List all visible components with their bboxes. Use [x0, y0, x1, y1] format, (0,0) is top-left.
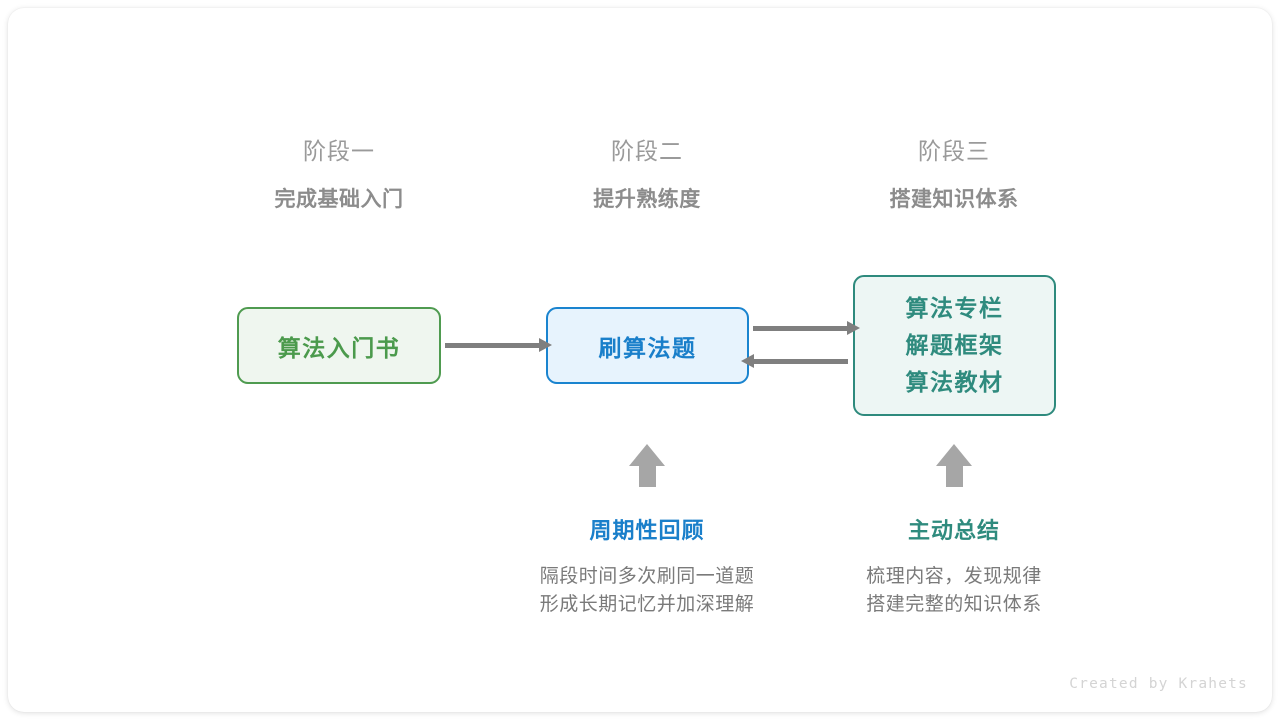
arrow-head-right-icon — [847, 321, 860, 335]
annotation-desc-line-1: 隔段时间多次刷同一道题 — [539, 566, 755, 588]
node-practice-problems[interactable]: 刷算法题 — [546, 307, 749, 384]
arrow-head-right-icon — [539, 338, 552, 352]
node-knowledge-line-2: 解题框架 — [905, 332, 1004, 359]
arrow-book-to-practice-icon — [445, 338, 552, 352]
annotation-desc-line-2: 形成长期记忆并加深理解 — [539, 593, 755, 615]
annotation-periodic-review-title: 周期性回顾 — [589, 518, 705, 543]
arrow-knowledge-to-practice-icon — [741, 354, 848, 368]
annotation-active-summary-desc: 梳理内容，发现规律 搭建完整的知识体系 — [794, 563, 1114, 618]
stage-2-subtitle: 提升熟练度 — [593, 187, 701, 211]
node-algorithm-book[interactable]: 算法入门书 — [237, 307, 441, 384]
annotation-active-summary-title: 主动总结 — [907, 518, 1000, 543]
node-practice-problems-label: 刷算法题 — [598, 334, 697, 361]
arrow-practice-to-knowledge-icon — [753, 321, 860, 335]
stage-3-title: 阶段三 — [918, 138, 990, 164]
annotation-active-summary: 主动总结 梳理内容，发现规律 搭建完整的知识体系 — [794, 518, 1114, 618]
arrow-up-head-icon — [936, 444, 972, 466]
stage-header-2: 阶段二 提升熟练度 — [517, 138, 777, 212]
node-knowledge-system[interactable]: 算法专栏 解题框架 算法教材 — [853, 275, 1056, 416]
node-knowledge-line-1: 算法专栏 — [905, 295, 1004, 322]
stage-1-title: 阶段一 — [303, 138, 375, 164]
arrow-shaft — [753, 359, 848, 364]
arrow-up-head-icon — [629, 444, 665, 466]
arrow-head-left-icon — [741, 354, 754, 368]
annotation-periodic-review: 周期性回顾 隔段时间多次刷同一道题 形成长期记忆并加深理解 — [487, 518, 807, 618]
arrow-up-summary-icon — [936, 444, 973, 487]
annotation-periodic-review-desc: 隔段时间多次刷同一道题 形成长期记忆并加深理解 — [487, 563, 807, 618]
arrow-shaft — [445, 343, 540, 348]
arrow-up-review-icon — [629, 444, 666, 487]
stage-header-1: 阶段一 完成基础入门 — [209, 138, 469, 212]
annotation-desc-line-1: 梳理内容，发现规律 — [866, 566, 1042, 588]
stage-3-subtitle: 搭建知识体系 — [889, 187, 1019, 211]
stage-1-subtitle: 完成基础入门 — [274, 187, 404, 211]
stage-2-title: 阶段二 — [611, 138, 683, 164]
node-knowledge-line-3: 算法教材 — [905, 368, 1004, 395]
arrow-up-stem — [946, 465, 963, 487]
diagram-canvas: 阶段一 完成基础入门 阶段二 提升熟练度 阶段三 搭建知识体系 算法入门书 刷算… — [8, 8, 1272, 712]
annotation-desc-line-2: 搭建完整的知识体系 — [866, 593, 1042, 615]
arrow-up-stem — [639, 465, 656, 487]
stage-header-3: 阶段三 搭建知识体系 — [824, 138, 1084, 212]
credit-text: Created by Krahets — [1069, 676, 1248, 692]
node-algorithm-book-label: 算法入门书 — [277, 334, 401, 361]
arrow-shaft — [753, 326, 848, 331]
